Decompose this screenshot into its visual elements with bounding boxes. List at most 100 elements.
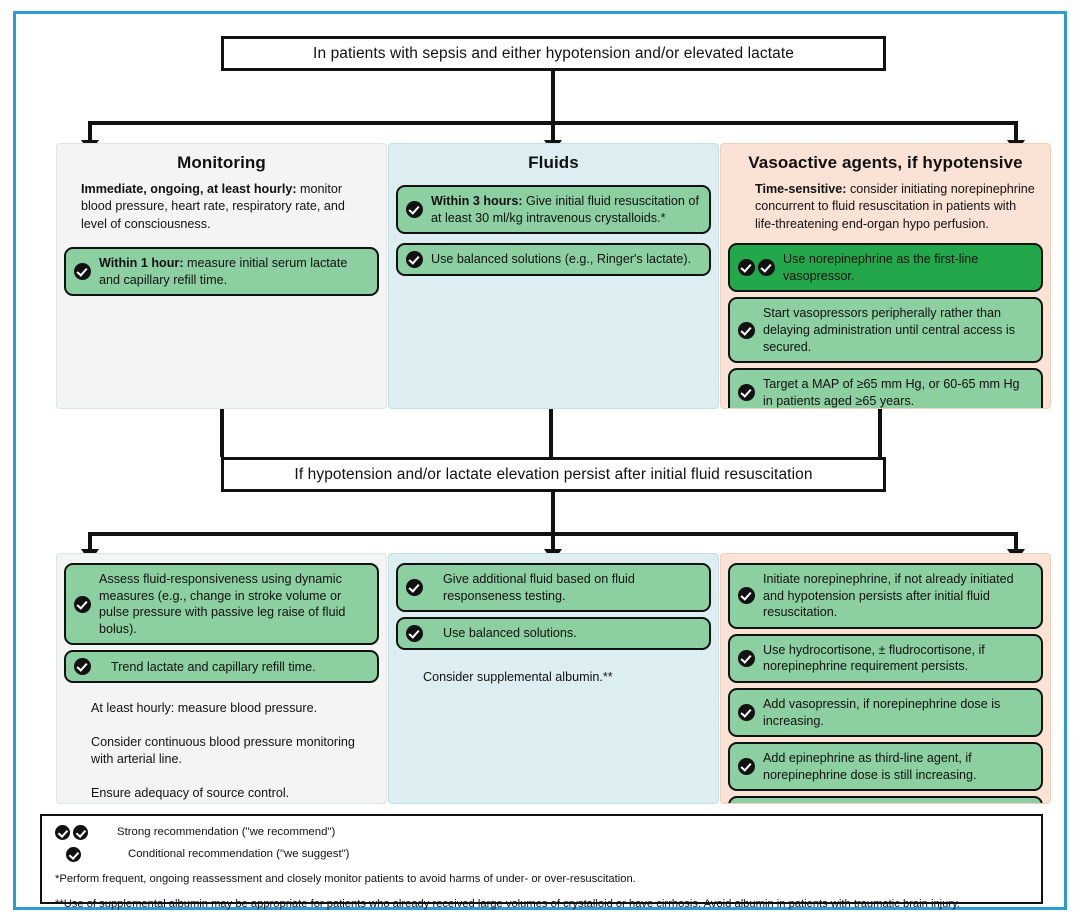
rec-text: Use balanced solutions (e.g., Ringer's l… [431, 252, 692, 267]
rec-text: Initiate norepinephrine, if not already … [763, 572, 1014, 620]
rec-box[interactable]: Use hydrocortisone, ± fludrocortisone, i… [728, 633, 1043, 684]
check-group [406, 251, 431, 269]
check-circle-icon [55, 825, 70, 840]
check-group [55, 847, 128, 862]
check-group [738, 704, 763, 722]
check-circle-icon [406, 579, 423, 597]
top-header-box: In patients with sepsis and either hypot… [221, 36, 886, 71]
connector-top-right-drop [1014, 121, 1018, 143]
rec-text: Assess fluid-responsiveness using dynami… [99, 572, 346, 636]
check-group [74, 263, 99, 281]
connector-top-left-drop [88, 121, 92, 143]
check-circle-icon [738, 384, 755, 402]
rec-box[interactable]: Assess fluid-responsiveness using dynami… [64, 563, 379, 646]
top-header-label: In patients with sepsis and either hypot… [313, 44, 794, 62]
rec-box[interactable]: Target a MAP of ≥65 mm Hg, or 60-65 mm H… [728, 368, 1043, 408]
check-circle-icon [738, 758, 755, 776]
rec-box[interactable]: Use balanced solutions. [396, 617, 711, 651]
connector-mid-right-drop [1014, 532, 1018, 552]
rec-text-rest: Give initial fluid resuscitation of at l… [431, 194, 699, 225]
panel-stage2-vasoactive: Initiate norepinephrine, if not already … [720, 553, 1051, 804]
stage1-vasoactive-intro-rest: consider initiating norepinephrine concu… [755, 182, 1035, 231]
check-circle-icon [738, 704, 755, 722]
legend-footnote-1: *Perform frequent, ongoing reassessment … [55, 873, 636, 885]
rec-text: Start vasopressors peripherally rather t… [763, 306, 1015, 354]
rec-box[interactable]: Trend lactate and capillary refill time. [64, 650, 379, 684]
check-group [406, 201, 431, 219]
connector-top-stem [551, 71, 555, 123]
rec-text: Use hydrocortisone, ± fludrocortisone, i… [763, 642, 985, 674]
rec-text: Use balanced solutions. [443, 626, 577, 641]
rec-text: Add epinephrine as third-line agent, if … [763, 751, 977, 782]
check-group [738, 259, 783, 277]
check-circle-icon [74, 658, 91, 676]
check-group [406, 579, 431, 597]
check-group [406, 625, 431, 643]
panel-stage2-monitoring: Assess fluid-responsiveness using dynami… [56, 553, 387, 804]
connector-mid-stem [551, 492, 555, 534]
stage1-monitoring-title: Monitoring [177, 153, 266, 172]
connector-top-mid-drop [551, 121, 555, 143]
rec-box[interactable]: Initiate norepinephrine, if not already … [728, 563, 1043, 629]
stage1-vasoactive-intro-bold: Time-sensitive: [755, 182, 847, 196]
check-circle-icon [73, 825, 88, 840]
panel-stage1-fluids: Fluids Within 3 hours: Give initial flui… [388, 143, 719, 409]
connector-stage1-vasoactive-down [878, 409, 882, 457]
rec-text: Within 1 hour: measure initial serum lac… [99, 255, 368, 288]
rec-text: Within 3 hours: Give initial fluid resus… [431, 193, 700, 226]
legend-footnote-2: **Use of supplemental albumin may be app… [55, 898, 960, 910]
check-group [738, 384, 763, 402]
rec-text-bold: Within 1 hour: [99, 256, 184, 271]
panel-stage1-monitoring: Monitoring Immediate, ongoing, at least … [56, 143, 387, 409]
check-group [74, 595, 99, 613]
rec-text-rest: measure initial serum lactate and capill… [99, 256, 348, 287]
rec-box[interactable]: Use balanced solutions (e.g., Ringer's l… [396, 243, 711, 277]
rec-text: Use norepinephrine as the first-line vas… [783, 252, 979, 283]
check-group [74, 658, 99, 676]
check-circle-icon [74, 595, 91, 613]
check-circle-icon [66, 847, 81, 862]
check-group [738, 587, 763, 605]
check-circle-icon [74, 263, 91, 281]
rec-box-strong[interactable]: Use norepinephrine as the first-line vas… [728, 243, 1043, 293]
stage1-vasoactive-intro: Time-sensitive: consider initiating nore… [721, 175, 1050, 237]
legend-conditional-label: Conditional recommendation ("we suggest"… [128, 847, 350, 860]
rec-text-bold: Within 3 hours: [431, 194, 523, 208]
rec-text: Give additional fluid based on fluid res… [443, 572, 635, 603]
check-group [55, 825, 117, 840]
stage1-monitoring-intro-bold: Immediate, ongoing, at least hourly: [81, 182, 297, 196]
check-group [738, 649, 763, 667]
stage1-monitoring-intro-rest: monitor blood pressure, heart rate, resp… [81, 182, 345, 231]
rec-box[interactable]: Within 3 hours: Give initial fluid resus… [396, 185, 711, 235]
legend-strong-label: Strong recommendation ("we recommend") [117, 825, 336, 838]
mid-header-label: If hypotension and/or lactate elevation … [294, 465, 813, 483]
connector-mid-mid-drop [551, 532, 555, 552]
check-circle-icon [738, 321, 755, 339]
rec-box[interactable]: Add epinephrine as third-line agent, if … [728, 742, 1043, 792]
stage1-monitoring-intro: Immediate, ongoing, at least hourly: mon… [57, 175, 386, 237]
stage2-monitoring-note: At least hourly: measure blood pressure. [91, 701, 318, 716]
stage1-vasoactive-title: Vasoactive agents, if hypotensive [748, 153, 1023, 172]
panel-stage1-vasoactive: Vasoactive agents, if hypotensive Time-s… [720, 143, 1051, 409]
stage2-monitoring-note: Consider continuous blood pressure monit… [91, 734, 355, 767]
rec-box[interactable]: Within 1 hour: measure initial serum lac… [64, 247, 379, 297]
diagram-frame: In patients with sepsis and either hypot… [13, 11, 1067, 910]
stage1-fluids-title: Fluids [528, 153, 579, 172]
check-circle-icon [406, 201, 423, 219]
connector-stage1-monitoring-down [220, 409, 224, 457]
rec-box[interactable]: Give additional fluid based on fluid res… [396, 563, 711, 613]
rec-text: Target a MAP of ≥65 mm Hg, or 60-65 mm H… [763, 377, 1020, 408]
rec-box[interactable]: Start vasopressors peripherally rather t… [728, 297, 1043, 364]
panel-stage2-fluids: Give additional fluid based on fluid res… [388, 553, 719, 804]
stage2-monitoring-note: Ensure adequacy of source control. [91, 785, 290, 800]
legend-row-strong: Strong recommendation ("we recommend") [55, 825, 1028, 840]
rec-box[interactable]: Add vasopressin, if norepinephrine dose … [728, 688, 1043, 738]
check-group [738, 758, 763, 776]
rec-text: Add vasopressin, if norepinephrine dose … [763, 697, 1001, 728]
connector-stage1-fluids-down [549, 409, 553, 457]
mid-header-box: If hypotension and/or lactate elevation … [221, 457, 886, 492]
check-circle-icon [406, 251, 423, 269]
rec-box[interactable]: Add dobutamine or use epinephrine, if ca… [728, 796, 1043, 803]
rec-text: Trend lactate and capillary refill time. [111, 659, 316, 674]
